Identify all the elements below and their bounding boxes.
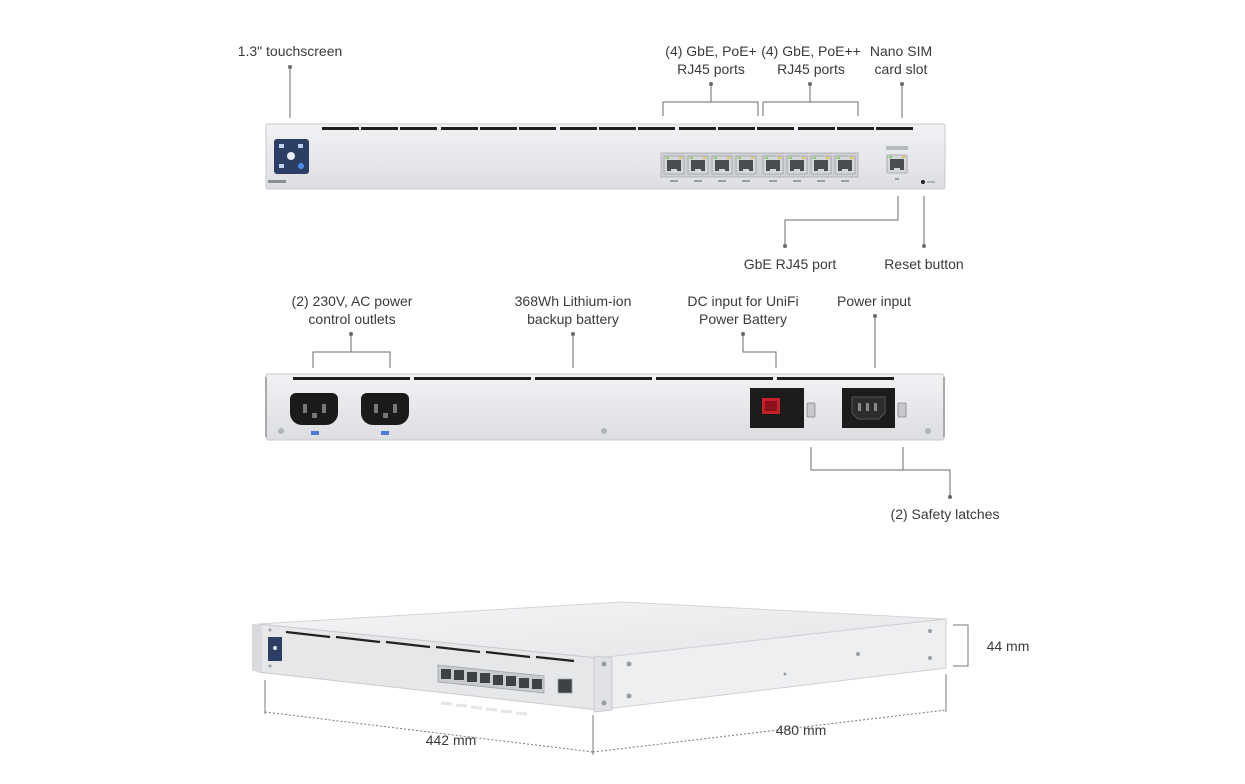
touchscreen-label: 1.3" touchscreen [237,43,343,59]
power-input-icon [842,388,907,428]
poe-plus-ports-label: (4) GbE, PoE+ RJ45 ports [665,43,757,77]
front-callout-lines [288,65,926,248]
nano-sim-label: Nano SIM card slot [869,43,933,77]
gbe-port-icon [886,146,908,180]
rear-callout-lines [312,314,952,499]
depth-dimension-label: 480 mm [775,722,827,738]
width-dimension-label: 442 mm [425,732,477,748]
poe-plusplus-ports-label: (4) GbE, PoE++ RJ45 ports [761,43,861,77]
iso-ports [437,664,573,694]
isometric-view [252,601,947,716]
power-input-label: Power input [837,293,911,309]
reset-button-icon [921,180,935,184]
ac-outlets-label: (2) 230V, AC power control outlets [291,293,413,327]
gbe-port-label: GbE RJ45 port [743,256,837,272]
rear-panel: . [265,373,945,441]
dimension-lines [264,624,969,755]
ac-outlet-icon: . [290,385,338,435]
svg-text:.: . [293,385,294,389]
front-panel [265,123,946,190]
dc-input-icon [750,388,816,428]
safety-latches-label: (2) Safety latches [890,506,1000,522]
dc-input-label: DC input for UniFi Power Battery [687,293,799,327]
poe-ports [660,152,859,182]
reset-button-label: Reset button [884,256,964,272]
ac-outlet-icon [361,393,409,435]
front-vents [322,127,913,130]
rear-vents [293,377,894,380]
iso-vents [285,630,575,663]
touchscreen-icon [268,139,309,183]
battery-label: 368Wh Lithium-ion backup battery [514,293,632,327]
height-dimension-label: 44 mm [986,638,1030,654]
